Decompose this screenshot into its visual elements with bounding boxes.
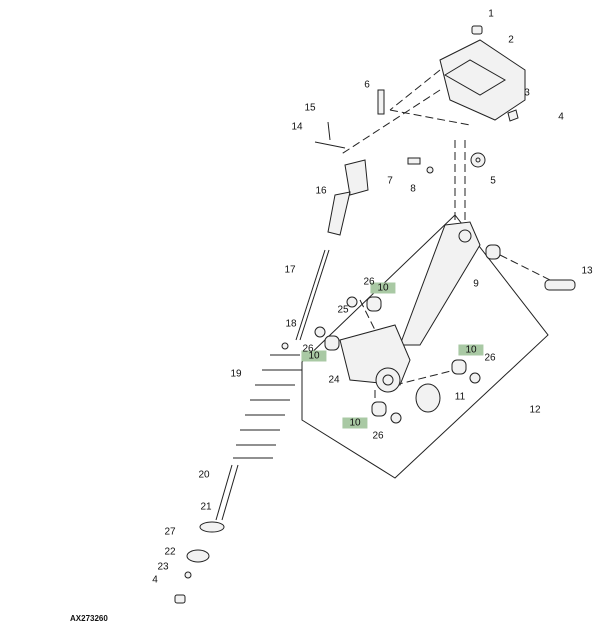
callout-1: 1 <box>488 8 494 20</box>
callout-4: 4 <box>152 574 158 586</box>
callout-6: 6 <box>364 79 370 91</box>
assembly-boundary <box>301 214 549 479</box>
callout-24: 24 <box>328 374 340 386</box>
callout-26: 26 <box>372 430 384 442</box>
callout-12: 12 <box>529 404 541 416</box>
pedal-part <box>314 221 576 424</box>
callout-17: 17 <box>284 264 296 276</box>
callout-10: 10 <box>370 282 396 294</box>
bracket-part <box>377 25 526 174</box>
callout-9: 9 <box>473 278 479 290</box>
callout-14: 14 <box>291 121 303 133</box>
callout-23: 23 <box>157 561 169 573</box>
callout-21: 21 <box>200 501 212 513</box>
callout-10: 10 <box>301 350 327 362</box>
callout-4: 4 <box>558 111 564 123</box>
callout-3: 3 <box>524 87 530 99</box>
callout-18: 18 <box>285 318 297 330</box>
callout-10: 10 <box>342 417 368 429</box>
callout-7: 7 <box>387 175 393 187</box>
callout-26: 26 <box>484 352 496 364</box>
callout-22: 22 <box>164 546 176 558</box>
callout-26: 26 <box>363 276 375 288</box>
callout-10: 10 <box>458 344 484 356</box>
callout-16: 16 <box>315 185 327 197</box>
callout-26: 26 <box>302 343 314 355</box>
callout-11: 11 <box>454 391 466 403</box>
callout-20: 20 <box>198 469 210 481</box>
figure-code: AX273260 <box>70 614 108 623</box>
callout-2: 2 <box>508 34 514 46</box>
callout-8: 8 <box>410 183 416 195</box>
callout-15: 15 <box>304 102 316 114</box>
callout-5: 5 <box>490 175 496 187</box>
callout-19: 19 <box>230 368 242 380</box>
callout-25: 25 <box>337 304 349 316</box>
callout-13: 13 <box>581 265 593 277</box>
column-part <box>174 121 369 604</box>
callout-27: 27 <box>164 526 176 538</box>
